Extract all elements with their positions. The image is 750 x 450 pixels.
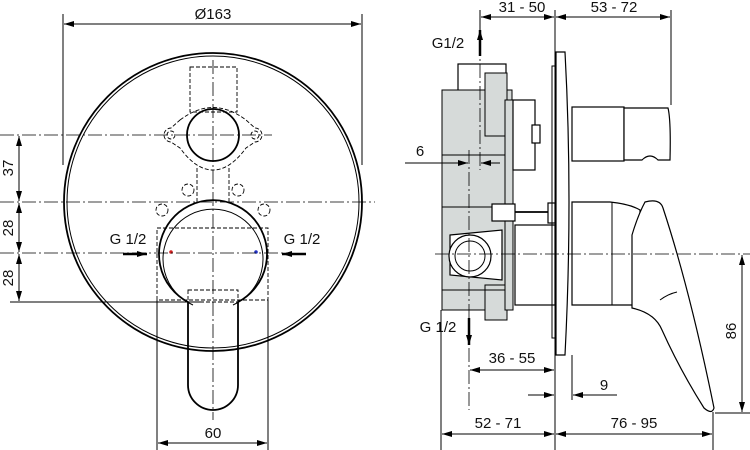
dim-76-95: 76 - 95 [611, 415, 658, 432]
dim-6: 6 [416, 143, 424, 160]
dim-86: 86 [723, 323, 740, 340]
dim-36-55: 36 - 55 [489, 350, 536, 367]
dim-28-lower: 28 [0, 270, 17, 287]
escutcheon-side [555, 51, 570, 356]
inlet-left-label: G 1/2 [110, 231, 147, 248]
dim-31-50: 31 - 50 [499, 0, 546, 16]
outlet-bottom-label: G 1/2 [420, 319, 457, 336]
diameter-label: Ø163 [195, 6, 232, 23]
outlet-top-label: G1/2 [432, 35, 465, 52]
inlet-right-label: G 1/2 [284, 231, 321, 248]
dim-52-71: 52 - 71 [475, 415, 522, 432]
dim-9: 9 [600, 377, 608, 394]
mixer-lever[interactable] [158, 199, 268, 411]
diverter-knob-side[interactable] [571, 106, 625, 162]
side-view: 31 - 50 53 - 72 G1/2 6 G 1/2 36 - 55 9 5… [405, 0, 750, 450]
lever-body-side [571, 201, 641, 306]
width-label: 60 [205, 425, 222, 442]
dim-28-upper: 28 [0, 220, 17, 237]
front-view: Ø163 37 28 28 G 1/2 G 1/2 60 [0, 6, 375, 450]
lever-handle-side[interactable] [631, 200, 715, 413]
dim-37: 37 [0, 160, 17, 177]
dim-53-72: 53 - 72 [591, 0, 638, 16]
